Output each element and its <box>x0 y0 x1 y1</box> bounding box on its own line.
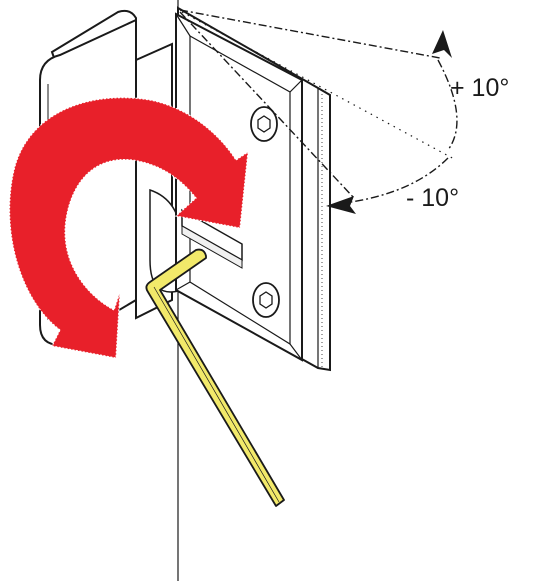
hex-key-icon <box>145 248 285 507</box>
adjustment-slot <box>181 208 243 269</box>
hex-socket-screw-icon <box>250 106 278 142</box>
angle-reference-lines <box>179 9 458 205</box>
arrowhead-up-icon <box>432 30 452 58</box>
curved-arrow-icon <box>8 97 249 359</box>
arrowhead-left-icon <box>326 196 356 214</box>
hex-socket-screw-icon <box>252 282 280 318</box>
plus-angle-label: + 10° <box>450 74 509 102</box>
minus-angle-label: - 10° <box>406 184 459 212</box>
